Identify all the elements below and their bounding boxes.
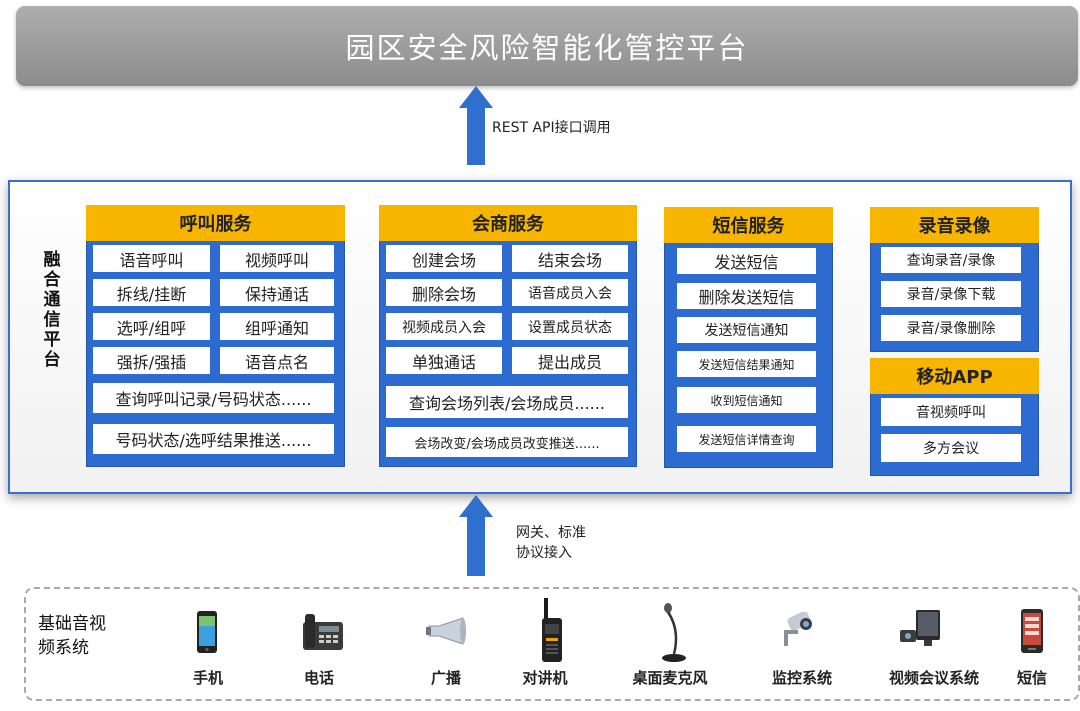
gateway-arrow-label: 网关、标准 协议接入 [516, 523, 586, 563]
smartphone-icon [197, 611, 217, 653]
call-item[interactable]: 语音点名 [220, 347, 334, 374]
desk-microphone-icon [662, 603, 686, 662]
call-item[interactable]: 拆线/挂断 [93, 279, 210, 306]
recording-item[interactable]: 录音/录像删除 [881, 315, 1021, 341]
api-arrow-head [459, 86, 493, 108]
device-label: 监控系统 [771, 669, 832, 687]
meeting-wide-item[interactable]: 查询会场列表/会场成员...... [386, 386, 628, 418]
base-title-line: 基础音视 [38, 614, 106, 634]
sms-item[interactable]: 发送短信通知 [677, 317, 816, 343]
call-item[interactable]: 视频呼叫 [220, 245, 334, 272]
sms-item[interactable]: 发送短信 [677, 248, 816, 274]
base-title-line: 频系统 [38, 638, 89, 658]
platform-side-label: 融合通信平台 [43, 250, 61, 370]
call-wide-item[interactable]: 查询呼叫记录/号码状态...... [93, 383, 334, 413]
recording-title: 录音录像 [870, 207, 1039, 243]
gateway-arrow-shaft [467, 516, 485, 576]
device-label: 手机 [192, 669, 223, 687]
device-label: 广播 [430, 669, 461, 687]
sms-phone-icon [1021, 609, 1043, 653]
gateway-arrow-head [459, 495, 493, 517]
meeting-item[interactable]: 删除会场 [386, 279, 502, 306]
call-item[interactable]: 选呼/组呼 [93, 313, 210, 340]
loudspeaker-icon [426, 617, 466, 645]
device-label: 对讲机 [522, 669, 568, 687]
meeting-wide-item[interactable]: 会场改变/会场成员改变推送...... [386, 427, 628, 457]
recording-item[interactable]: 录音/录像下载 [881, 281, 1021, 307]
sms-item[interactable]: 删除发送短信 [677, 283, 816, 309]
call-item[interactable]: 强拆/强插 [93, 347, 210, 374]
device-label: 短信 [1016, 669, 1047, 687]
call-item[interactable]: 组呼通知 [220, 313, 334, 340]
meeting-item[interactable]: 设置成员状态 [512, 313, 628, 340]
platform-title-banner: 园区安全风险智能化管控平台 [16, 6, 1078, 86]
device-label: 电话 [303, 669, 334, 687]
meeting-item[interactable]: 语音成员入会 [512, 279, 628, 306]
call-item[interactable]: 保持通话 [220, 279, 334, 306]
gateway-label-line: 网关、标准 [516, 525, 586, 541]
base-av-system-title: 基础音视 频系统 [38, 612, 106, 660]
platform-title: 园区安全风险智能化管控平台 [345, 31, 749, 65]
meeting-item[interactable]: 提出成员 [512, 347, 628, 374]
sms-item[interactable]: 发送短信结果通知 [677, 351, 816, 377]
mobile-app-item[interactable]: 音视频呼叫 [881, 398, 1021, 426]
call-service-title: 呼叫服务 [86, 205, 345, 241]
meeting-item[interactable]: 视频成员入会 [386, 313, 502, 340]
call-item[interactable]: 语音呼叫 [93, 245, 210, 272]
sms-item[interactable]: 收到短信通知 [677, 387, 816, 413]
api-arrow-label: REST API接口调用 [492, 120, 611, 136]
meeting-item[interactable]: 结束会场 [512, 245, 628, 272]
video-conference-icon [900, 610, 940, 646]
base-av-system-box [24, 587, 1080, 701]
mobile-app-item[interactable]: 多方会议 [881, 434, 1021, 462]
meeting-item[interactable]: 单独通话 [386, 347, 502, 374]
device-label: 视频会议系统 [888, 669, 979, 687]
mobile-app-title: 移动APP [870, 358, 1039, 394]
sms-item[interactable]: 发送短信详情查询 [677, 426, 816, 452]
desk-phone-icon [303, 614, 343, 650]
meeting-service-title: 会商服务 [379, 205, 637, 241]
recording-item[interactable]: 查询录音/录像 [881, 247, 1021, 273]
api-arrow-shaft [467, 107, 485, 165]
gateway-label-line: 协议接入 [516, 545, 572, 561]
walkie-talkie-icon [542, 598, 562, 662]
sms-service-title: 短信服务 [664, 207, 833, 243]
meeting-item[interactable]: 创建会场 [386, 245, 502, 272]
device-label: 桌面麦克风 [632, 669, 708, 687]
call-wide-item[interactable]: 号码状态/选呼结果推送...... [93, 424, 334, 454]
cctv-camera-icon [784, 612, 812, 646]
